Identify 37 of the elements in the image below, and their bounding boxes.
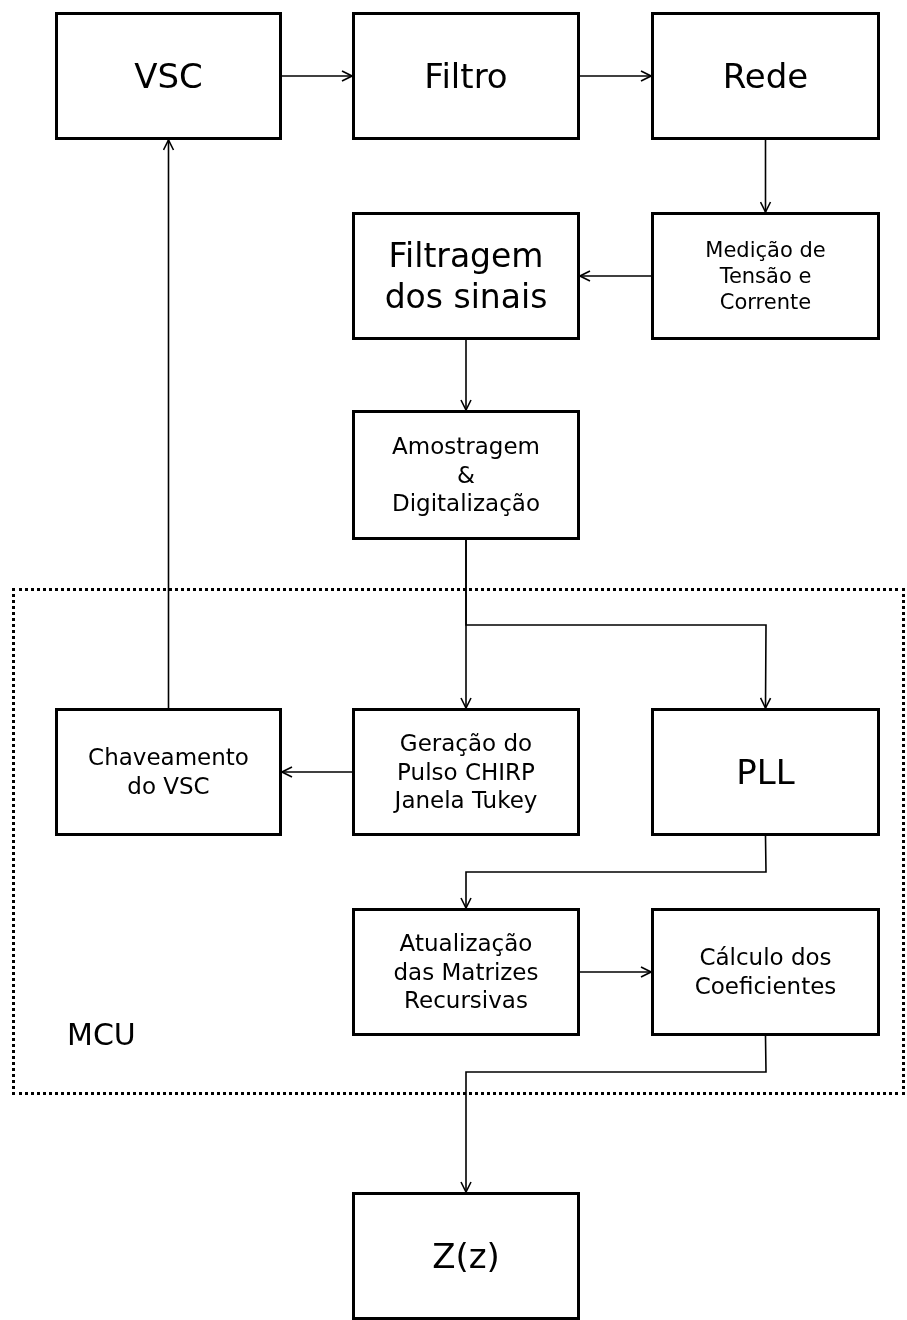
arrow — [281, 70, 353, 82]
box-label: PLL — [736, 750, 795, 794]
process-box — [352, 908, 580, 1036]
box-label: Rede — [722, 54, 809, 98]
process-box — [352, 708, 580, 836]
process-box — [55, 12, 282, 140]
box-label: VSC — [134, 54, 203, 98]
arrow — [162, 139, 175, 709]
box-label: Geração do Pulso CHIRP Janela Tukey — [392, 728, 539, 816]
arrow — [460, 1035, 767, 1193]
box-label: Cálculo dos Coeficientes — [693, 943, 838, 1001]
process-box — [352, 212, 580, 340]
box-label: Filtro — [424, 54, 508, 98]
process-box — [651, 212, 880, 340]
process-box — [55, 708, 282, 836]
region-label: MCU — [67, 1016, 136, 1054]
arrow — [281, 766, 353, 778]
process-box — [352, 410, 580, 540]
arrow — [460, 339, 472, 411]
arrow — [579, 966, 652, 978]
process-box — [352, 12, 580, 140]
arrow — [579, 270, 652, 282]
box-label: Amostragem & Digitalização — [391, 431, 541, 519]
dotted-region — [12, 588, 905, 1095]
arrow — [465, 539, 772, 709]
box-label: Chaveamento do VSC — [87, 743, 250, 801]
process-box — [651, 708, 880, 836]
box-label: Medição de Tensão e Corrente — [704, 236, 827, 316]
process-box — [352, 1192, 580, 1320]
process-box — [651, 908, 880, 1036]
box-label: Atualização das Matrizes Recursivas — [392, 928, 540, 1016]
process-box — [651, 12, 880, 140]
arrow — [460, 835, 767, 909]
arrow — [579, 70, 652, 82]
box-label: Z(z) — [432, 1234, 500, 1278]
arrow — [759, 139, 772, 213]
box-label: Filtragem dos sinais — [383, 234, 549, 318]
